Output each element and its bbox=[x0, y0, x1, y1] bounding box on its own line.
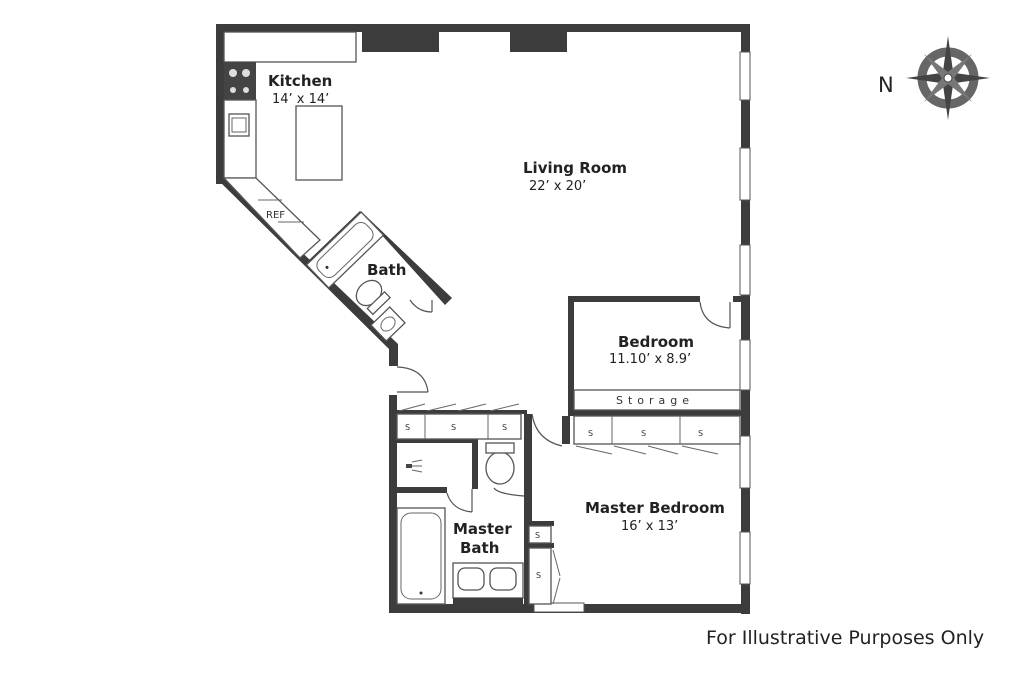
bedroom-title: Bedroom bbox=[618, 333, 694, 351]
mb-closet-s-1: S bbox=[405, 423, 410, 432]
mb-closet-s-5: S bbox=[536, 571, 541, 580]
bath-title: Bath bbox=[367, 261, 406, 279]
top-window-block-right bbox=[510, 32, 567, 52]
living-room-dims: 22’ x 20’ bbox=[529, 179, 586, 194]
disclaimer-text: For Illustrative Purposes Only bbox=[706, 627, 985, 649]
master-bedroom-title: Master Bedroom bbox=[585, 499, 725, 517]
ref-label: REF bbox=[266, 210, 285, 221]
closet-s-2: S bbox=[641, 429, 646, 438]
master-bath-walls bbox=[397, 410, 554, 608]
mb-closet-s-2: S bbox=[451, 423, 456, 432]
kitchen-title: Kitchen bbox=[268, 72, 332, 90]
living-room-title: Living Room bbox=[523, 159, 627, 177]
closet-s-1: S bbox=[588, 429, 593, 438]
kitchen-dims: 14’ x 14’ bbox=[272, 92, 329, 107]
mb-closet-s-3: S bbox=[502, 423, 507, 432]
closet-s-3: S bbox=[698, 429, 703, 438]
master-bath-title-line1: Master bbox=[453, 520, 512, 538]
bath-fixtures bbox=[305, 211, 433, 342]
master-bedroom-closets bbox=[531, 413, 741, 455]
master-bath-fixtures bbox=[396, 403, 561, 605]
compass-north-label: N bbox=[878, 73, 894, 97]
right-wall-windows bbox=[533, 51, 751, 613]
storage-label: Storage bbox=[616, 394, 694, 407]
master-bath-title-line2: Bath bbox=[460, 539, 499, 557]
mb-closet-s-4: S bbox=[535, 531, 540, 540]
kitchen-area bbox=[222, 31, 357, 259]
compass-icon bbox=[906, 36, 990, 120]
bedroom-walls bbox=[568, 296, 743, 416]
master-bedroom-dims: 16’ x 13’ bbox=[621, 519, 678, 534]
bedroom-dims: 11.10’ x 8.9’ bbox=[609, 352, 691, 367]
top-window-block-left bbox=[362, 32, 439, 52]
entry-door-arc bbox=[396, 366, 429, 393]
